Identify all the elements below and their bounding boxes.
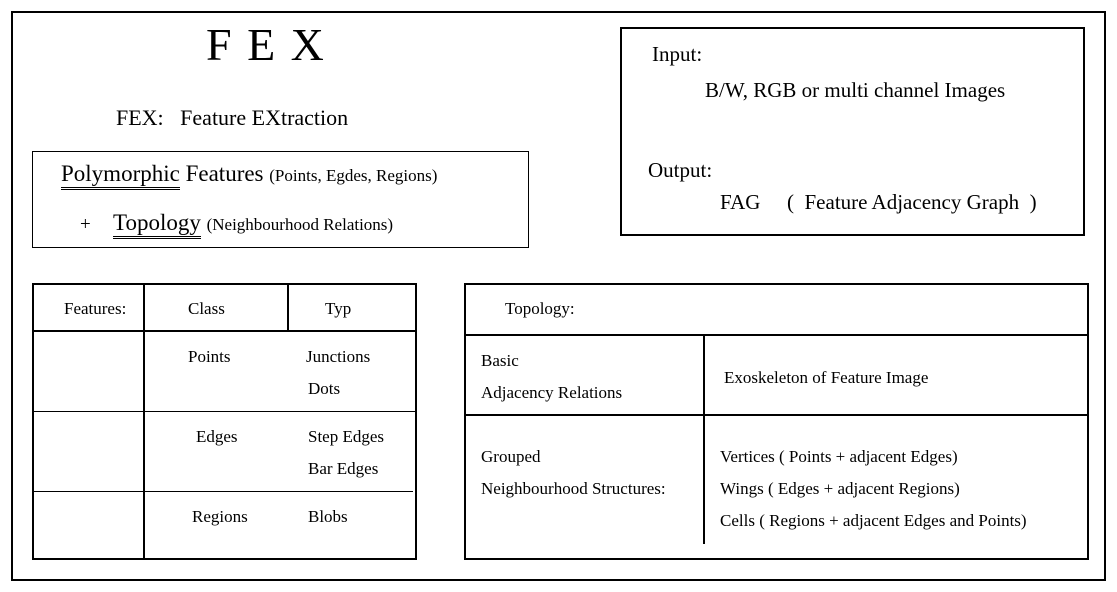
topology-neighbourhood-structures: Neighbourhood Structures: <box>481 479 666 498</box>
class-points: Points <box>188 347 231 366</box>
output-value: ( Feature Adjacency Graph ) <box>787 190 1037 214</box>
topology-table <box>464 283 1089 560</box>
topology-table-col-rule <box>703 334 705 544</box>
features-header-class: Class <box>188 299 225 318</box>
topology-adjacency-relations: Adjacency Relations <box>481 383 623 402</box>
topology-cells: Cells ( Regions + adjacent Edges and Poi… <box>720 511 1027 530</box>
topology-wings: Wings ( Edges + adjacent Regions) <box>720 479 960 498</box>
features-header-features: Features: <box>64 299 127 318</box>
outer-frame <box>11 11 1106 581</box>
features-table-col-rule-2 <box>287 283 289 332</box>
features-header-typ: Typ <box>325 299 352 318</box>
input-label: Input: <box>652 42 703 66</box>
topology-grouped: Grouped <box>481 447 541 466</box>
subtitle: FEX: Feature EXtraction <box>116 105 349 130</box>
features-table-header-rule <box>32 330 417 332</box>
io-box <box>620 27 1085 236</box>
topology-line: Topology (Neighbourhood Relations) <box>113 210 394 239</box>
page-title: F E X <box>206 19 326 70</box>
class-regions: Regions <box>192 507 248 526</box>
polymorphic-features-line: Polymorphic Features (Points, Egdes, Reg… <box>61 161 438 190</box>
polymorphic-features-box <box>32 151 529 248</box>
topology-exoskeleton: Exoskeleton of Feature Image <box>724 368 929 387</box>
type-step-edges: Step Edges <box>308 427 385 446</box>
features-word: Features <box>179 161 264 186</box>
plus-sign: + <box>80 214 91 235</box>
topology-basic: Basic <box>481 351 519 370</box>
output-abbr: FAG <box>720 190 761 214</box>
class-edges: Edges <box>196 427 238 446</box>
type-dots: Dots <box>308 379 341 398</box>
input-value: B/W, RGB or multi channel Images <box>705 78 1006 102</box>
output-label: Output: <box>648 158 713 182</box>
type-junctions: Junctions <box>306 347 371 366</box>
topology-word: Topology <box>113 210 201 239</box>
topology-header: Topology: <box>505 299 575 318</box>
topology-table-header-rule <box>464 334 1089 336</box>
type-blobs: Blobs <box>308 507 348 526</box>
polymorphic-word: Polymorphic <box>61 161 180 190</box>
features-table <box>32 283 417 560</box>
topology-table-row-rule <box>464 414 1089 416</box>
features-table-row-rule-1 <box>32 411 417 412</box>
features-table-row-rule-2 <box>32 491 413 492</box>
topology-paren: (Neighbourhood Relations) <box>206 215 394 234</box>
features-table-col-rule-1 <box>143 283 145 560</box>
type-bar-edges: Bar Edges <box>308 459 379 478</box>
polymorphic-paren: (Points, Egdes, Regions) <box>269 166 438 185</box>
topology-vertices: Vertices ( Points + adjacent Edges) <box>720 447 958 466</box>
